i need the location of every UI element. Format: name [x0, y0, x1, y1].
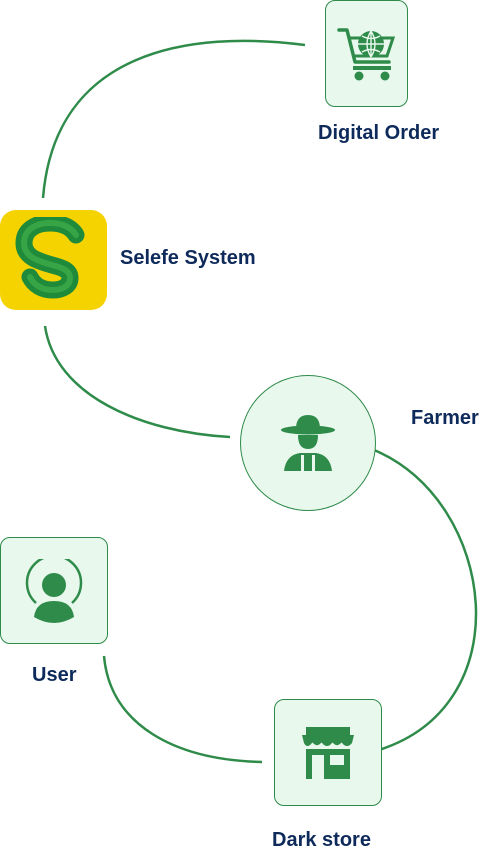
selefe-system-label: Selefe System [120, 247, 256, 269]
dark-store-node[interactable] [274, 699, 382, 806]
connector-farmer-to-dark-store [371, 448, 478, 754]
user-icon [25, 558, 83, 623]
digital-order-label: Digital Order [318, 122, 440, 144]
dark-store-label: Dark store [272, 829, 371, 851]
storefront-icon [302, 726, 354, 779]
connector-selefe-to-farmer [43, 325, 231, 439]
selefe-s-logo[interactable] [0, 210, 107, 310]
user-label: User [32, 664, 77, 686]
connector-user-to-dark-store [102, 655, 263, 764]
farmer-label: Farmer [411, 407, 479, 429]
digital-order-node[interactable] [325, 0, 408, 107]
farmer-node[interactable] [240, 375, 376, 511]
connector-selefe-to-digital-order [41, 39, 306, 199]
user-node[interactable] [0, 537, 108, 644]
selefe-letter-s [14, 217, 84, 299]
farmer-icon [281, 415, 335, 471]
globe-cart-icon [336, 27, 395, 80]
